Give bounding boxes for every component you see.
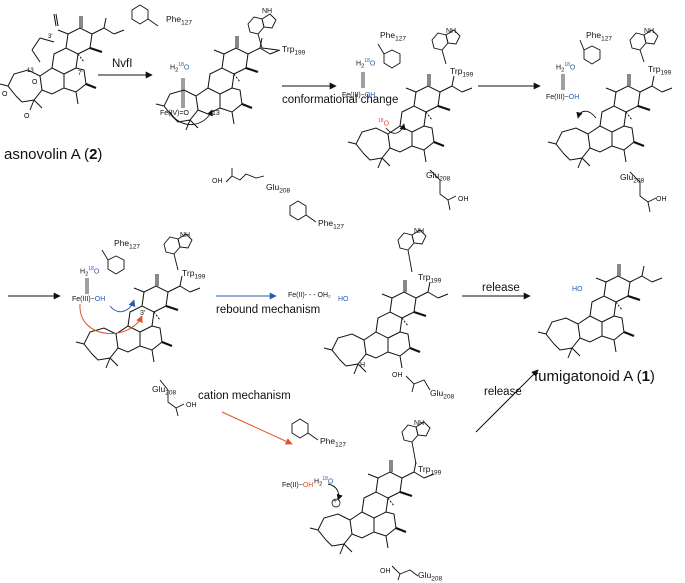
nh-label-5: NH bbox=[414, 228, 425, 235]
intermediate-conformer-structure bbox=[346, 72, 474, 170]
rebound-product-structure bbox=[322, 278, 450, 376]
glu-chain-5 bbox=[405, 375, 431, 393]
step-label-release-top: release bbox=[482, 282, 520, 294]
glu-chain-4 bbox=[159, 379, 185, 417]
phe-benzene-4 bbox=[101, 249, 125, 275]
glu-label-5: Glu208 bbox=[430, 388, 455, 401]
nh-label-1: NH bbox=[262, 8, 273, 15]
fe-ii-oh-label: Fe(II)−OH bbox=[282, 482, 314, 489]
phe-label-4: Phe127 bbox=[114, 238, 140, 251]
nh-label-4: NH bbox=[180, 232, 191, 239]
step-label-release-bottom: release bbox=[484, 386, 522, 398]
trp-indole-4 bbox=[163, 233, 193, 271]
glu-oh-label-4: OH bbox=[186, 402, 197, 409]
glu-label-6: Glu208 bbox=[418, 570, 443, 583]
glu-chain-3 bbox=[629, 171, 657, 213]
glu-label-2: Glu208 bbox=[426, 170, 451, 183]
trp-indole-2 bbox=[431, 29, 461, 65]
water-label-4: H218O bbox=[80, 266, 100, 278]
intermediate-peroxide-structure bbox=[546, 72, 674, 170]
phe-benzene-1 bbox=[131, 4, 159, 27]
atom-3prime-label-row2: 3' bbox=[140, 310, 146, 317]
glu-oh-label-6: OH bbox=[380, 568, 391, 575]
trp-indole-6 bbox=[401, 421, 431, 465]
phe-benzene-5 bbox=[289, 200, 317, 223]
phe-label-3: Phe127 bbox=[586, 30, 612, 43]
glu-label-3: Glu208 bbox=[620, 172, 645, 185]
lactone-o-1: O bbox=[2, 91, 8, 98]
step-label-rebound: rebound mechanism bbox=[216, 304, 321, 316]
trp-label-4: Trp199 bbox=[182, 268, 206, 281]
trp-label-5: Trp199 bbox=[418, 272, 442, 285]
asnovolin-structure bbox=[0, 13, 126, 112]
phe-benzene-6 bbox=[291, 418, 319, 441]
fumigatonoid-structure bbox=[536, 262, 664, 360]
trp-indole-3 bbox=[629, 29, 659, 63]
fe-iv-oxo-label: Fe(IV)=O bbox=[160, 110, 189, 117]
glu-oh-label-3: OH bbox=[656, 196, 667, 203]
fe-ii-water-label: Fe(II)- - - OH₂ bbox=[288, 292, 331, 299]
cation-plus-label: + bbox=[333, 498, 338, 505]
atom-label-3prime: 3' bbox=[48, 34, 52, 40]
curved-arrow-habs bbox=[169, 109, 213, 125]
oxygen-18-label-1: 18O bbox=[378, 118, 390, 128]
atom-label-7prime: 7' bbox=[78, 71, 82, 77]
arrow-release-bottom bbox=[475, 369, 539, 433]
curved-arrow-orange-row2 bbox=[79, 303, 143, 335]
water-label-1: H218O bbox=[170, 62, 190, 74]
curved-arrow-water-attack bbox=[327, 483, 343, 501]
ho-label-product: HO bbox=[572, 286, 583, 293]
fe-iii-oh-label-2: Fe(III)−OH bbox=[546, 94, 580, 101]
glu-chain-1 bbox=[225, 168, 265, 183]
fe-iii-oh-label-1: Fe(III)−OH bbox=[342, 92, 376, 99]
trp-label-2: Trp199 bbox=[450, 66, 474, 79]
water-label-3: H218O bbox=[556, 62, 576, 74]
trp-label-6: Trp199 bbox=[418, 464, 442, 477]
nh-label-6: NH bbox=[414, 420, 425, 427]
trp-indole-5 bbox=[397, 229, 427, 273]
arrow-cation bbox=[221, 411, 293, 445]
ho-label-rebound: HO bbox=[338, 296, 349, 303]
ring-o-1: O bbox=[32, 79, 38, 86]
glu-oh-label-1: OH bbox=[212, 178, 223, 185]
cation-charge-circle bbox=[331, 498, 341, 508]
phe-label-2: Phe127 bbox=[380, 30, 406, 43]
nh-label-3: NH bbox=[644, 28, 655, 35]
phe-label-5: Phe127 bbox=[318, 218, 344, 231]
nh-label-2: NH bbox=[446, 28, 457, 35]
glu-oh-label-2: OH bbox=[458, 196, 469, 203]
glu-oh-label-5: OH bbox=[392, 372, 403, 379]
step-label-cation: cation mechanism bbox=[198, 390, 291, 402]
glu-chain-6 bbox=[391, 565, 419, 581]
phe-benzene-3 bbox=[579, 39, 601, 65]
curved-arrow-blue-row2 bbox=[109, 299, 136, 313]
water-label-6: H218O bbox=[314, 476, 334, 488]
glu-label-1: Glu208 bbox=[266, 182, 291, 195]
atom-13-label-2: 13 bbox=[212, 110, 220, 117]
h-label-rebound: H bbox=[360, 362, 366, 369]
fe-iii-oh-label-3: Fe(III)−OH bbox=[72, 296, 106, 303]
atom-label-13: 13 bbox=[27, 68, 34, 74]
trp-label-3: Trp199 bbox=[648, 64, 672, 77]
trp-label-1: Trp199 bbox=[282, 44, 306, 57]
intermediate-row2-structure bbox=[74, 272, 202, 370]
lactone-o-1b: O bbox=[24, 113, 30, 120]
trp-indole-1 bbox=[247, 13, 279, 51]
glu-label-4: Glu208 bbox=[152, 384, 177, 397]
step-label-nvfi: NvfI bbox=[112, 58, 133, 70]
compound-fumigatonoid-label: fumigatonoid A (1) bbox=[534, 368, 655, 385]
glu-chain-2 bbox=[429, 169, 457, 211]
step-label-conformational: conformational change bbox=[282, 94, 399, 106]
phe-label-1: Phe127 bbox=[166, 14, 192, 27]
phe-benzene-2 bbox=[377, 43, 401, 69]
water-label-2: H218O bbox=[356, 58, 376, 70]
cation-intermediate-structure bbox=[308, 458, 436, 556]
compound-asnovolin-label: asnovolin A (2) bbox=[4, 146, 103, 163]
phe-label-6: Phe127 bbox=[320, 436, 346, 449]
